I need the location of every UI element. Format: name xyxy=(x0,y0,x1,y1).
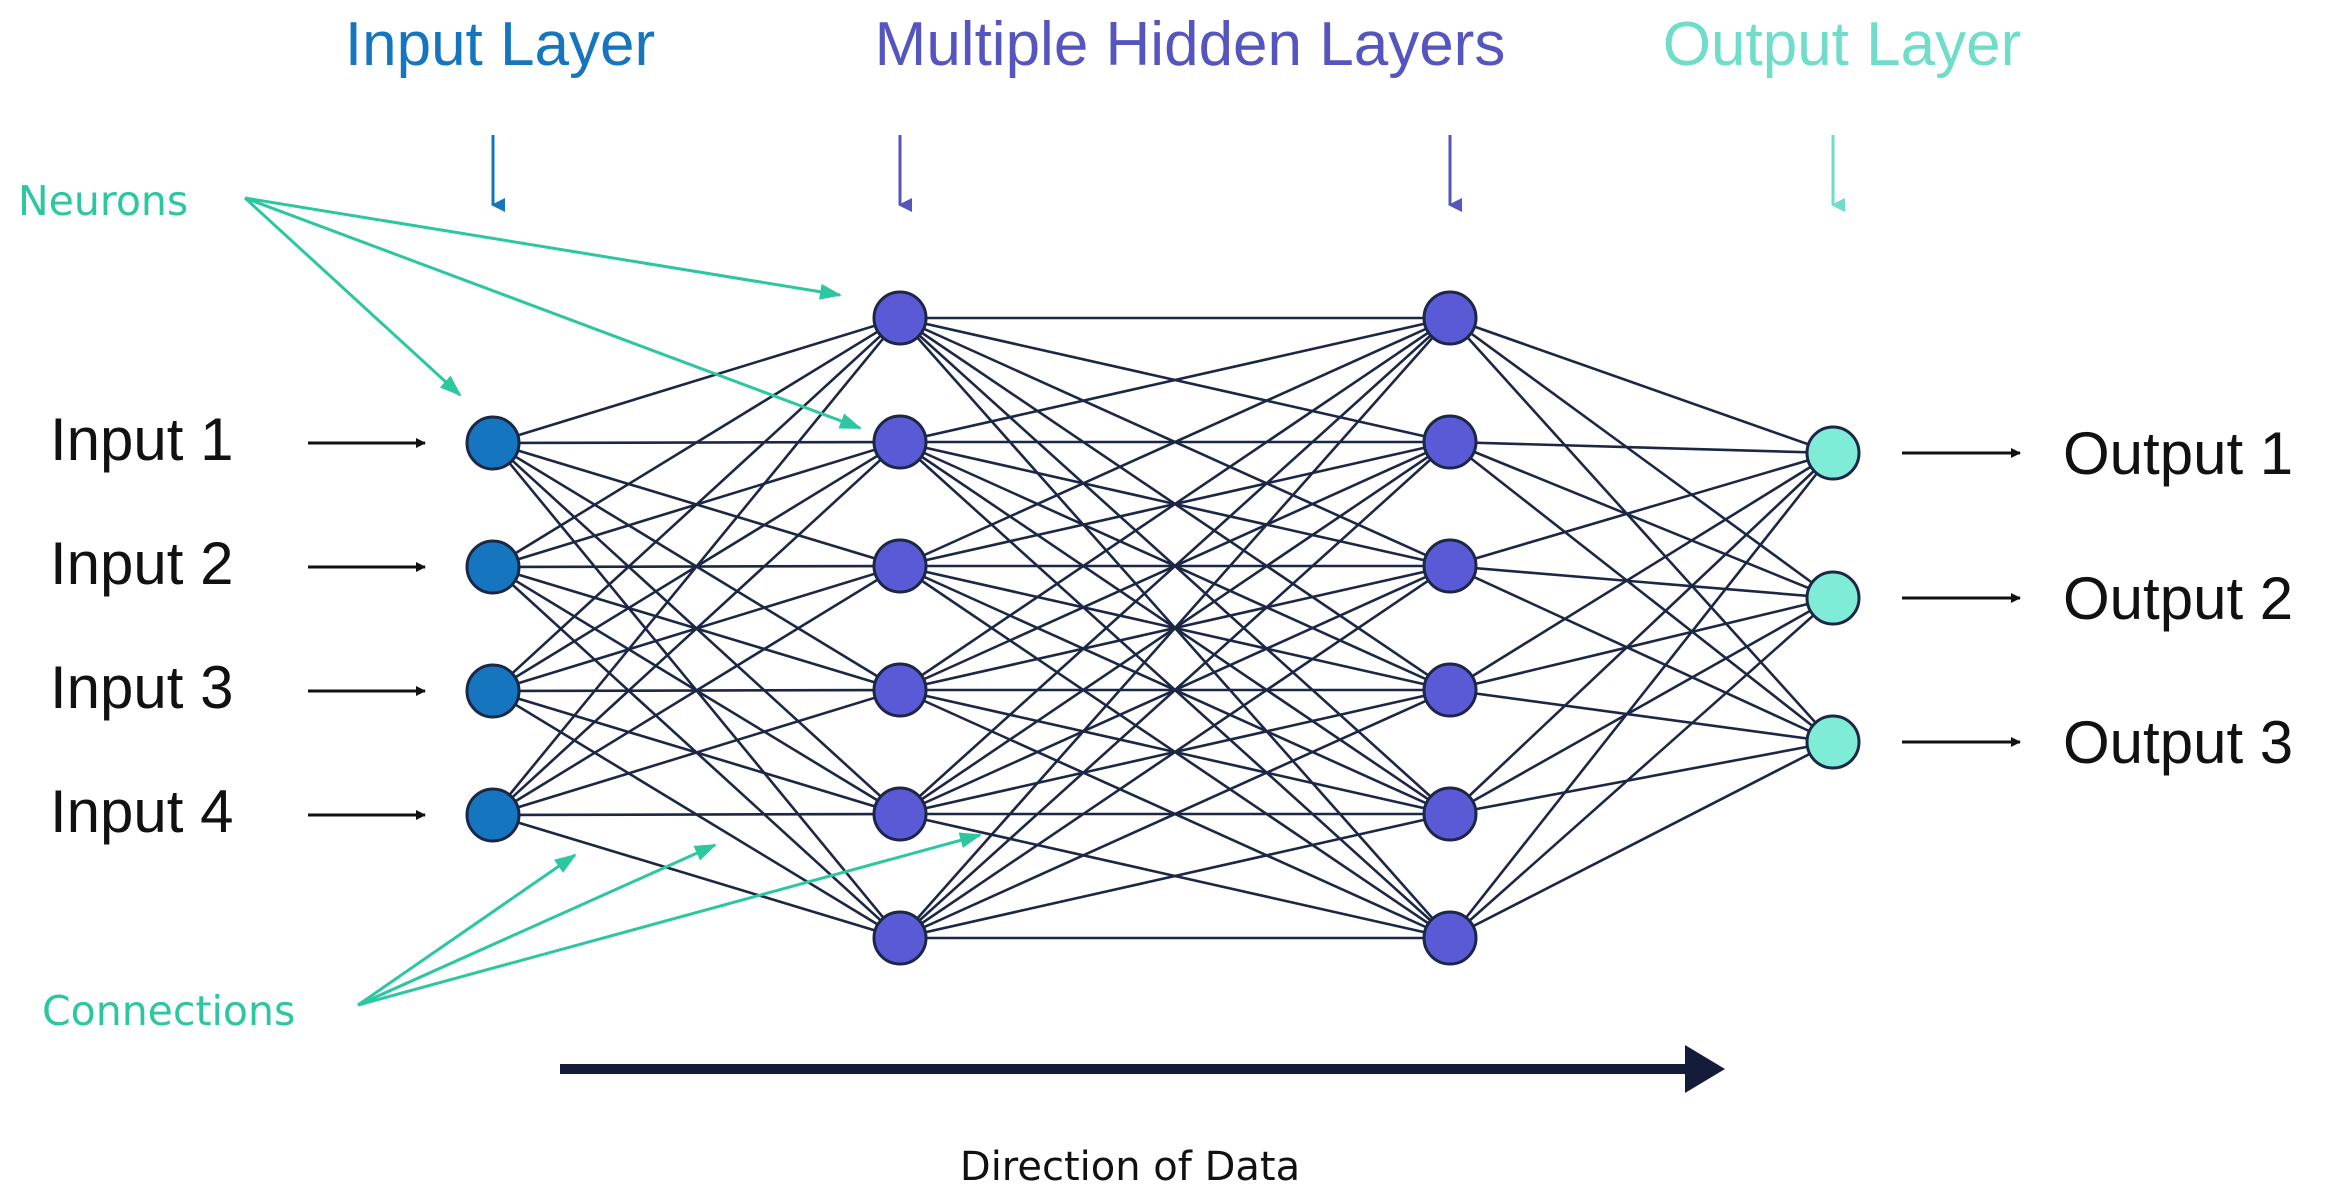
connection-l1-4-4 xyxy=(492,688,901,817)
neurons-pointer-1 xyxy=(243,196,462,397)
connection-l2-6-1 xyxy=(899,317,1451,939)
hidden-1-neuron-5 xyxy=(872,786,928,842)
hidden-2-neuron-1 xyxy=(1422,290,1478,346)
connection-l3-4-1 xyxy=(1449,451,1834,692)
connections-pointer-1 xyxy=(357,853,577,1007)
direction-label: Direction of Data xyxy=(960,1144,1300,1190)
connections-pointer-3 xyxy=(357,832,982,1007)
input-label-4: Input 4 xyxy=(50,778,234,845)
hidden-1-neuron-6 xyxy=(872,910,928,966)
connection-l2-4-1 xyxy=(899,316,1451,692)
connection-l2-6-3 xyxy=(899,564,1451,940)
neurons-annotation: Neurons xyxy=(18,177,188,225)
connection-l3-2-3 xyxy=(1449,440,1834,744)
input-label-2: Input 2 xyxy=(50,530,234,597)
connection-l2-2-1 xyxy=(899,316,1451,444)
connection-l3-2-1 xyxy=(1449,440,1834,455)
hidden-2-neuron-6 xyxy=(1422,910,1478,966)
connection-l1-4-2 xyxy=(492,441,901,816)
connection-l2-6-4 xyxy=(899,688,1451,940)
input-neuron-2 xyxy=(465,539,521,595)
hidden-2-neuron-4 xyxy=(1422,662,1478,718)
connection-l1-4-6 xyxy=(492,813,901,940)
connection-l2-6-5 xyxy=(899,812,1451,940)
connection-l3-1-2 xyxy=(1449,316,1834,600)
connection-l2-3-1 xyxy=(899,316,1451,568)
input-label-1: Input 1 xyxy=(50,406,234,473)
connection-l3-5-3 xyxy=(1449,740,1834,816)
connection-l3-6-1 xyxy=(1448,452,1835,939)
hidden-1-neuron-1 xyxy=(872,290,928,346)
connection-l1-4-1 xyxy=(491,317,902,816)
connection-l3-6-3 xyxy=(1449,740,1834,940)
input-neuron-4 xyxy=(465,787,521,843)
output-label-1: Output 1 xyxy=(2063,420,2293,487)
connection-l1-1-1 xyxy=(492,316,901,445)
hidden-2-neuron-2 xyxy=(1422,414,1478,470)
hidden-2-neuron-5 xyxy=(1422,786,1478,842)
hidden-2-neuron-3 xyxy=(1422,538,1478,594)
connection-l3-3-1 xyxy=(1449,451,1834,568)
neurons-pointer-3 xyxy=(244,196,862,430)
output-layer-title: Output Layer xyxy=(1663,10,2021,79)
direction-arrow-head xyxy=(1685,1045,1725,1093)
connection-l3-2-2 xyxy=(1449,440,1834,600)
connection-l2-6-2 xyxy=(899,441,1451,939)
input-neuron-1 xyxy=(465,415,521,471)
connections-group xyxy=(491,316,1835,940)
connection-l3-5-1 xyxy=(1449,452,1834,815)
hidden-1-neuron-2 xyxy=(872,414,928,470)
connection-l1-4-3 xyxy=(492,564,901,817)
output-neuron-1 xyxy=(1805,425,1861,481)
input-layer-title: Input Layer xyxy=(345,10,655,79)
neurons-pointer-2 xyxy=(244,196,842,300)
output-label-2: Output 2 xyxy=(2063,565,2293,632)
connection-l3-4-2 xyxy=(1449,596,1834,692)
connection-l1-3-1 xyxy=(492,317,901,692)
connection-l3-1-3 xyxy=(1449,317,1834,743)
hidden-1-neuron-3 xyxy=(872,538,928,594)
connection-l3-3-2 xyxy=(1449,564,1834,600)
connection-l3-1-1 xyxy=(1449,316,1834,455)
input-neuron-3 xyxy=(465,663,521,719)
connection-l3-6-2 xyxy=(1449,597,1834,939)
neurons-group xyxy=(465,290,1861,966)
hidden-layers-title: Multiple Hidden Layers xyxy=(875,10,1506,79)
connection-l1-2-1 xyxy=(492,316,901,569)
output-label-3: Output 3 xyxy=(2063,709,2293,776)
input-label-3: Input 3 xyxy=(50,654,234,721)
connection-l3-5-2 xyxy=(1449,596,1834,816)
connection-l3-3-3 xyxy=(1449,564,1834,744)
connection-l3-4-3 xyxy=(1449,688,1834,744)
hidden-1-neuron-4 xyxy=(872,662,928,718)
connections-annotation: Connections xyxy=(42,987,295,1035)
connection-l2-5-1 xyxy=(899,317,1451,815)
connections-pointer-2 xyxy=(357,843,717,1007)
connection-l1-4-5 xyxy=(492,812,901,817)
output-neuron-3 xyxy=(1805,714,1861,770)
output-neuron-2 xyxy=(1805,570,1861,626)
